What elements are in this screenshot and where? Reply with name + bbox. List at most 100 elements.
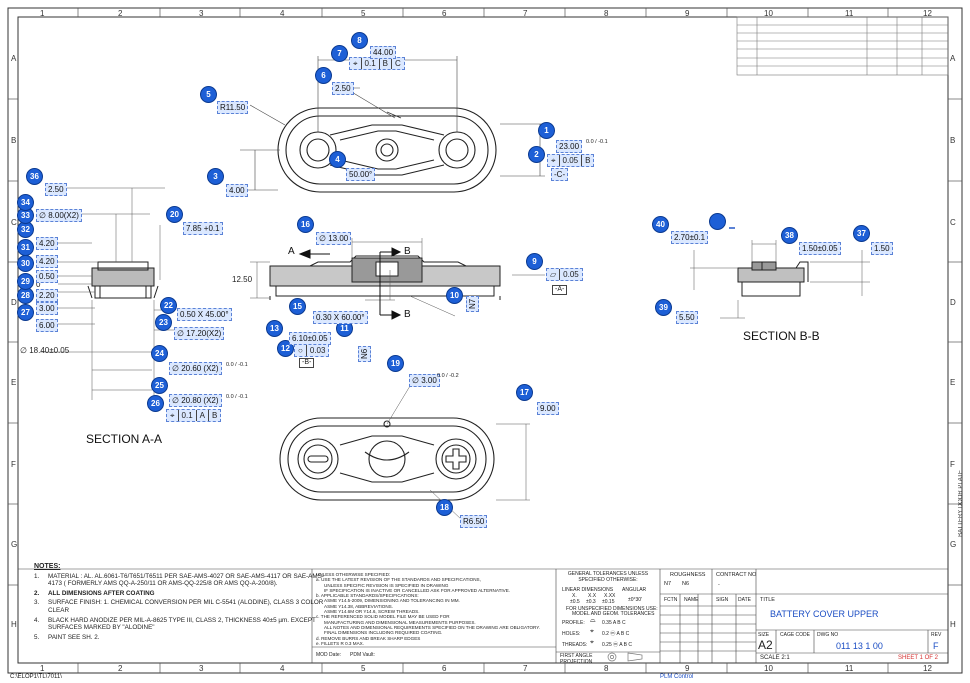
callout-balloon[interactable]: 2	[528, 146, 545, 163]
callout-balloon[interactable]: 10	[446, 287, 463, 304]
dimension-text[interactable]: ∅ 13.00	[316, 232, 352, 245]
callout-balloon[interactable]: 17	[516, 384, 533, 401]
callout-balloon[interactable]: 39	[655, 299, 672, 316]
dimension-text[interactable]: ∅ 8.00(X2)	[36, 209, 82, 222]
dimension-text[interactable]: 23.00	[556, 140, 583, 153]
note-number: 5.	[34, 633, 40, 641]
zone-col-label: 7	[523, 9, 528, 18]
projection-label: FIRST ANGLE PROJECTION	[560, 653, 593, 665]
callout-balloon[interactable]: 9	[526, 253, 543, 270]
feature-control-frame[interactable]: ⌖ 0.05 B	[547, 154, 595, 167]
plm-control-link[interactable]: PLM Control	[660, 674, 694, 680]
callout-balloon[interactable]: 20	[166, 206, 183, 223]
size-label: SIZE	[758, 632, 770, 638]
rev-value: F	[933, 641, 939, 651]
callout-balloon[interactable]: 19	[387, 355, 404, 372]
callout-balloon[interactable]: 13	[266, 320, 283, 337]
zone-col-label: 2	[118, 664, 123, 673]
feature-control-frame[interactable]: ○ 0.03	[294, 344, 330, 357]
callout-balloon[interactable]: 6	[315, 67, 332, 84]
roughness-symbol[interactable]: N7	[466, 295, 479, 312]
callout-balloon[interactable]: 24	[151, 345, 168, 362]
dimension-text[interactable]: 4.20	[36, 255, 58, 268]
rev-header: FCTN	[664, 597, 678, 603]
dimension-text[interactable]: R6.50	[460, 515, 488, 528]
callout-balloon[interactable]	[709, 213, 726, 230]
callout-balloon[interactable]: 37	[853, 225, 870, 242]
title-label: TITLE	[760, 597, 775, 603]
datum-label: -B-	[299, 358, 315, 368]
unspec-label: MODEL AND GEOM. TOLERANCES	[572, 611, 655, 617]
callout-balloon[interactable]: 7	[331, 45, 348, 62]
dimension-text[interactable]: 5.50	[676, 311, 698, 324]
dimension-text[interactable]: 4.00	[226, 184, 248, 197]
zone-col-label: 3	[199, 664, 204, 673]
dimension-text[interactable]: 2.20	[36, 289, 58, 302]
roughness-symbol[interactable]: N6	[358, 345, 371, 362]
callout-balloon[interactable]: 5	[200, 86, 217, 103]
callout-balloon[interactable]: 15	[289, 298, 306, 315]
dimension-text[interactable]: 2.70±0.1	[671, 231, 709, 244]
flatness-icon: ▱	[547, 269, 561, 280]
linear-label: LINEAR DIMENSIONS	[562, 587, 614, 593]
callout-balloon[interactable]: 30	[17, 255, 34, 272]
fcf-value: 0.03	[309, 346, 326, 355]
dimension-text[interactable]: 2.50	[45, 183, 67, 196]
callout-balloon[interactable]: 40	[652, 216, 669, 233]
dimension-text[interactable]: 50.00°	[346, 168, 376, 181]
callout-balloon[interactable]: 34	[17, 194, 34, 211]
dimension-text[interactable]: 0.50	[36, 270, 58, 283]
dimension-text[interactable]	[729, 227, 735, 229]
fcf-datum: B	[211, 411, 218, 420]
revision-table	[736, 16, 949, 76]
section-a-view	[87, 261, 159, 299]
dimension-text[interactable]: ∅ 17.20(X2)	[174, 327, 225, 340]
sheet-label: SHEET 1 OF 2	[898, 655, 938, 661]
dimension-text[interactable]: 44.00	[370, 46, 397, 59]
callout-balloon[interactable]: 38	[781, 227, 798, 244]
dimension-text[interactable]: 0.50 X 45.00°	[177, 308, 232, 321]
callout-balloon[interactable]: 4	[329, 151, 346, 168]
callout-balloon[interactable]: 18	[436, 499, 453, 516]
callout-balloon[interactable]: 31	[17, 239, 34, 256]
callout-balloon[interactable]: 3	[207, 168, 224, 185]
dimension-text[interactable]: R11.50	[217, 101, 249, 114]
callout-balloon[interactable]: 23	[155, 314, 172, 331]
dimension-text[interactable]: ∅ 20.60 (X2)	[169, 362, 222, 375]
zone-row-label: C	[950, 218, 956, 227]
zone-col-label: 6	[442, 664, 447, 673]
rev-header: NAME	[684, 597, 699, 603]
dimension-text[interactable]: ∅ 3.00	[409, 374, 440, 387]
callout-balloon[interactable]: 26	[147, 395, 164, 412]
callout-balloon[interactable]: 29	[17, 273, 34, 290]
callout-balloon[interactable]: 22	[160, 297, 177, 314]
rev-header: DATE	[738, 597, 751, 603]
section-b-title: SECTION B-B	[743, 329, 820, 343]
callout-balloon[interactable]: 27	[17, 304, 34, 321]
callout-balloon[interactable]: 16	[297, 216, 314, 233]
feature-control-frame[interactable]: ▱ 0.05	[546, 268, 583, 281]
dimension-text[interactable]: 2.50	[332, 82, 354, 95]
dimension-text[interactable]: 1.50±0.05	[799, 242, 841, 255]
spec-line: MANUFACTURING AND DIMENSIONAL MEASUREMEN…	[324, 619, 476, 625]
dimension-text[interactable]: 6.10±0.05	[289, 332, 331, 345]
dwg-number: 011 13 1 00	[836, 641, 883, 651]
zone-row-label: H	[950, 620, 956, 629]
callout-balloon[interactable]: 8	[351, 32, 368, 49]
dimension-text[interactable]: 9.00	[537, 402, 559, 415]
note-number: 3.	[34, 599, 40, 607]
dimension-text[interactable]: 1.50	[871, 242, 893, 255]
callout-balloon[interactable]: 36	[26, 168, 43, 185]
dimension-text[interactable]: 7.85 +0.1	[183, 222, 223, 235]
callout-balloon[interactable]: 1	[538, 122, 555, 139]
dimension-text[interactable]: 3.00	[36, 302, 58, 315]
callout-balloon[interactable]: 25	[151, 377, 168, 394]
zone-col-label: 10	[764, 664, 773, 673]
tol-val: ±0.5	[570, 599, 580, 605]
dimension-text[interactable]: ∅ 20.80 (X2)	[169, 394, 222, 407]
dimension-text[interactable]: 0.30 X 60.00°	[313, 311, 368, 324]
dimension-text[interactable]: 6.00	[36, 319, 58, 332]
feature-control-frame[interactable]: ⌖ 0.1 A B	[166, 409, 222, 422]
position-icon: ⌖	[548, 155, 560, 166]
dimension-text[interactable]: 4.20	[36, 237, 58, 250]
